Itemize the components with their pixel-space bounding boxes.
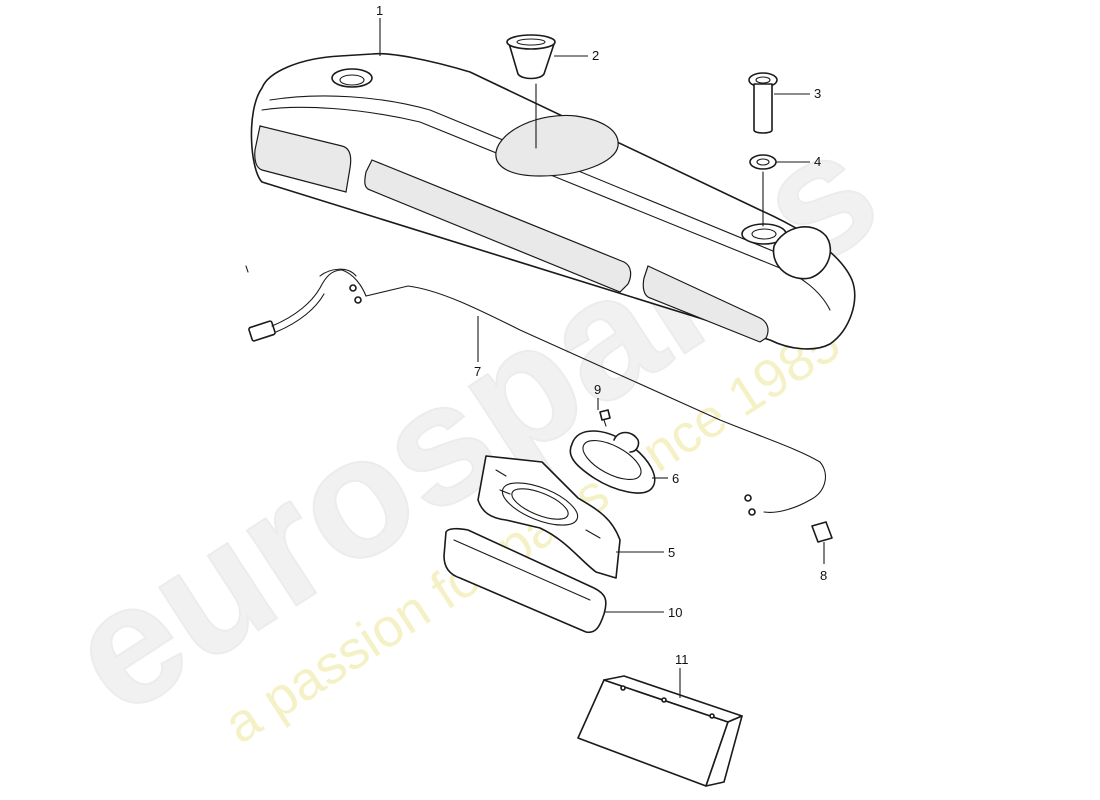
part-7-wiring-harness <box>245 265 826 516</box>
part-10-cover <box>443 527 607 634</box>
part-1-console-housing <box>250 52 856 350</box>
callout-10: 10 <box>668 605 682 620</box>
part-9-screw <box>599 409 611 427</box>
callout-labels: 1 2 3 4 5 6 7 8 9 10 11 <box>376 3 827 667</box>
callout-3: 3 <box>814 86 821 101</box>
part-6-speaker <box>569 430 656 494</box>
part-5-bracket <box>477 455 621 579</box>
callout-5: 5 <box>668 545 675 560</box>
part-8-clip <box>811 521 833 543</box>
callout-1: 1 <box>376 3 383 18</box>
callout-9: 9 <box>594 382 601 397</box>
callout-2: 2 <box>592 48 599 63</box>
part-2-cup <box>506 34 556 80</box>
part-11-tray <box>577 675 743 787</box>
callout-11: 11 <box>675 652 689 667</box>
callout-6: 6 <box>672 471 679 486</box>
part-4-ring <box>749 154 777 170</box>
callout-8: 8 <box>820 568 827 583</box>
part-3-lighter <box>748 72 778 134</box>
callout-4: 4 <box>814 154 821 169</box>
callout-7: 7 <box>474 364 481 379</box>
leader-lines <box>379 18 825 698</box>
